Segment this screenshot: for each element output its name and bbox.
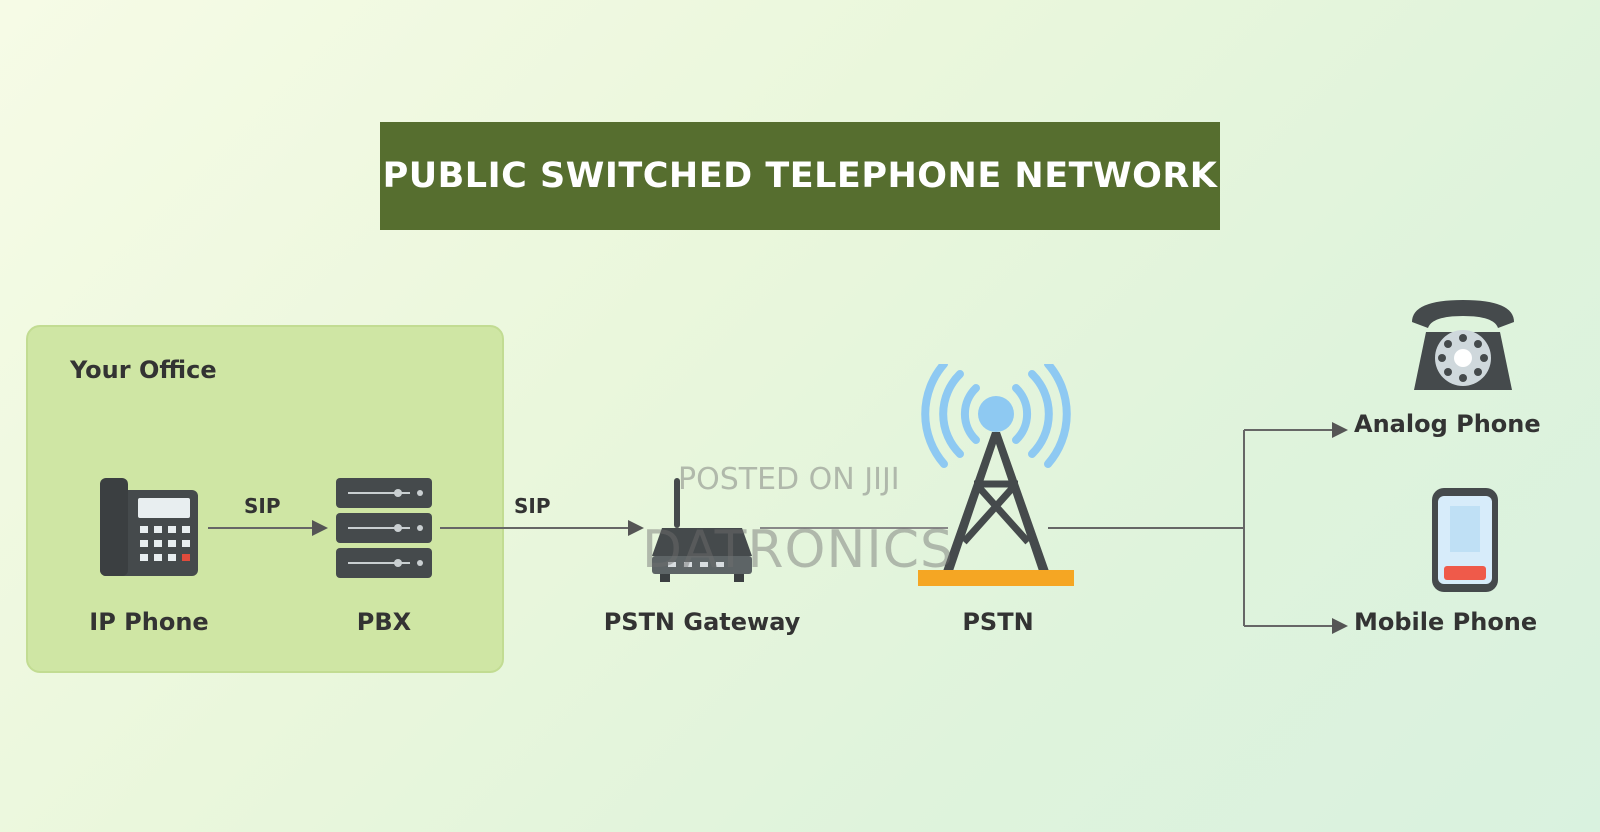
mobile-phone-label: Mobile Phone (1354, 608, 1538, 636)
sip-label-1: SIP (244, 494, 281, 518)
analog-phone-label: Analog Phone (1354, 410, 1541, 438)
diagram-title: PUBLIC SWITCHED TELEPHONE NETWORK (382, 156, 1218, 196)
office-label: Your Office (70, 356, 217, 384)
gateway-label: PSTN Gateway (603, 608, 801, 636)
mobile-phone-icon (1432, 488, 1498, 592)
pbx-server-icon (336, 478, 432, 578)
cell-tower-icon (918, 364, 1074, 586)
watermark-brand: DATRONICS (642, 520, 955, 580)
ip-phone-icon (100, 478, 198, 576)
watermark-posted: POSTED ON JIJI (678, 462, 900, 497)
pstn-label: PSTN (962, 608, 1034, 636)
rotary-phone-icon (1412, 300, 1514, 390)
sip-label-2: SIP (514, 494, 551, 518)
pbx-label: PBX (356, 608, 412, 636)
title-banner: PUBLIC SWITCHED TELEPHONE NETWORK (380, 122, 1220, 230)
ip-phone-label: IP Phone (89, 608, 209, 636)
router-icon (652, 478, 752, 582)
